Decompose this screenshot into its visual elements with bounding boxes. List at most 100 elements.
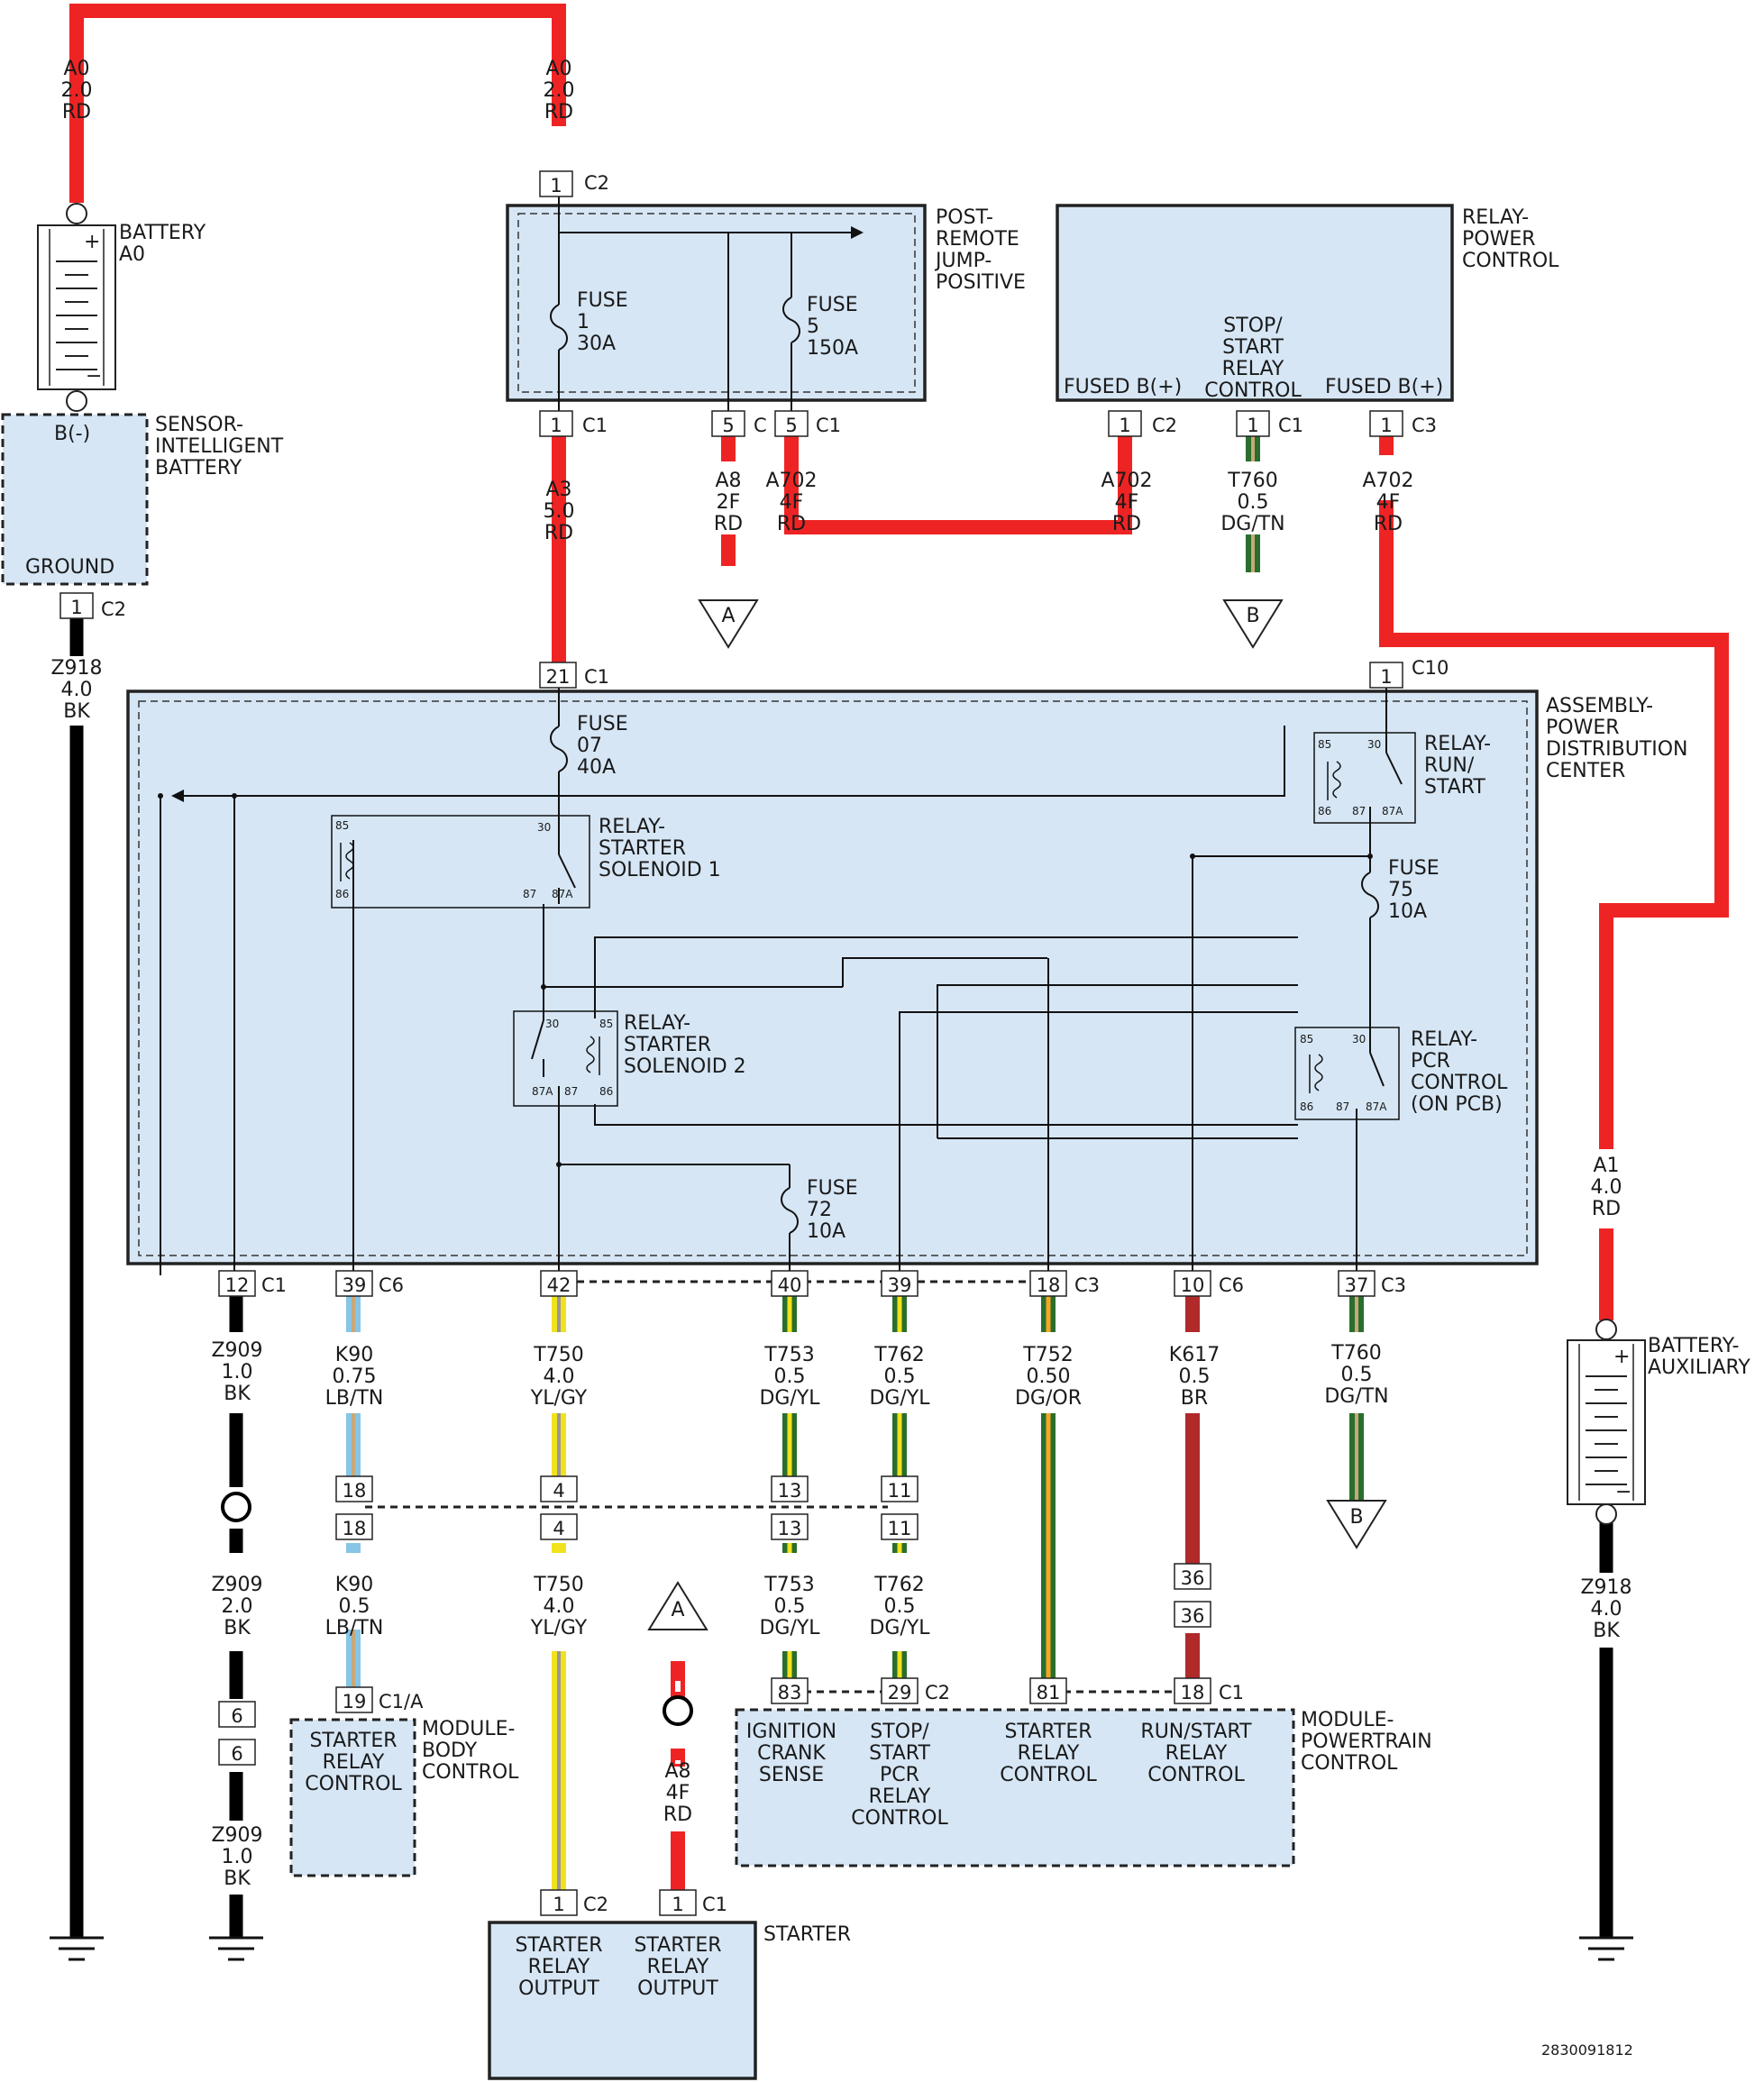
pin: 6 xyxy=(231,1743,242,1765)
rs-p86: 86 xyxy=(1318,805,1331,817)
svg-text:DG/OR: DG/OR xyxy=(1015,1387,1082,1410)
ss1-l2: STARTER xyxy=(599,837,686,860)
svg-text:4F: 4F xyxy=(1115,491,1139,514)
pdc-l2: POWER xyxy=(1546,717,1620,739)
pcr-p30: 30 xyxy=(1352,1033,1366,1046)
svg-text:A3: A3 xyxy=(545,479,571,501)
svg-text:K90: K90 xyxy=(335,1574,373,1596)
starter-label: STARTER xyxy=(763,1923,851,1946)
pin: 10 xyxy=(1181,1274,1205,1296)
pin: 18 xyxy=(343,1518,367,1539)
stop-start-l4: CONTROL xyxy=(1204,379,1302,402)
svg-text:4.0: 4.0 xyxy=(544,1595,575,1618)
svg-text:T760: T760 xyxy=(1227,470,1277,492)
inline-splice xyxy=(663,1695,693,1726)
svg-text:RD: RD xyxy=(544,522,573,544)
svg-text:+: + xyxy=(1613,1346,1630,1368)
svg-text:Z918: Z918 xyxy=(50,657,102,680)
relay-coil-icon xyxy=(340,761,1341,1093)
ss1-p87: 87 xyxy=(523,888,536,900)
pin: 1 xyxy=(550,175,562,196)
fuse5-l3: 150A xyxy=(807,337,858,360)
pcm-sp5: CONTROL xyxy=(851,1807,948,1830)
svg-text:DG/YL: DG/YL xyxy=(869,1617,930,1639)
wire-labels: A0 2.0 RD A0 2.0 RD A3 5.0 RD A8 2F RD A… xyxy=(50,58,1631,1890)
pcm-sp2: START xyxy=(869,1742,930,1765)
fused-bplus-right: FUSED B(+) xyxy=(1325,376,1443,398)
svg-text:0.5: 0.5 xyxy=(774,1365,806,1388)
ground-icon xyxy=(50,1936,1633,1961)
pcm-sr3: CONTROL xyxy=(1000,1764,1097,1786)
module-powertrain-control xyxy=(735,1708,1295,1867)
pin: 1 xyxy=(1247,415,1258,436)
pcm-ic1: IGNITION xyxy=(746,1721,836,1743)
pin: 19 xyxy=(343,1691,367,1712)
svg-text:0.5: 0.5 xyxy=(884,1595,916,1618)
sensor-label-2: INTELLIGENT xyxy=(155,435,284,458)
bcm-t3: CONTROL xyxy=(305,1773,402,1795)
svg-text:4F: 4F xyxy=(1376,491,1401,514)
battery-aux-label-2: AUXILIARY xyxy=(1648,1356,1750,1379)
svg-text:−: − xyxy=(1615,1481,1631,1503)
ss2-l1: RELAY- xyxy=(624,1012,690,1035)
fuse75-l2: 75 xyxy=(1388,879,1413,901)
svg-text:4F: 4F xyxy=(780,491,804,514)
stop-start-l3: RELAY xyxy=(1222,358,1284,380)
ss1-p86: 86 xyxy=(335,888,349,900)
svg-text:BK: BK xyxy=(224,1867,251,1890)
pin: 18 xyxy=(1181,1682,1205,1703)
run-start-l3: START xyxy=(1424,776,1485,799)
run-start-l1: RELAY- xyxy=(1424,733,1491,755)
svg-text:A702: A702 xyxy=(1101,470,1152,492)
svg-text:T752: T752 xyxy=(1022,1344,1073,1366)
post-remote-jump-positive xyxy=(506,204,927,402)
connector-a-down-icon: A xyxy=(698,599,759,649)
inline-splice xyxy=(221,1492,251,1522)
pin-connector: C2 xyxy=(101,598,126,620)
svg-text:T762: T762 xyxy=(873,1574,924,1596)
ss1-p85: 85 xyxy=(335,819,349,832)
sensor-label-3: BATTERY xyxy=(155,457,242,479)
svg-text:A8: A8 xyxy=(715,470,741,492)
connector-b-down-icon: B xyxy=(1222,599,1284,649)
pcr-p86: 86 xyxy=(1300,1100,1313,1113)
pdc-l1: ASSEMBLY- xyxy=(1546,695,1653,717)
pcr-l4: (ON PCB) xyxy=(1411,1093,1503,1116)
ss2-p85: 85 xyxy=(599,1018,613,1030)
power-distribution-center xyxy=(126,689,1539,1265)
sensor-ground: GROUND xyxy=(25,556,114,579)
pin-connector: C2 xyxy=(1152,415,1177,436)
svg-text:2.0: 2.0 xyxy=(544,79,575,102)
svg-text:2.0: 2.0 xyxy=(61,79,93,102)
pin-connector: C3 xyxy=(1381,1274,1406,1296)
pin: 21 xyxy=(546,666,571,688)
connector-a-up-icon: A xyxy=(647,1581,708,1630)
pin-boxes xyxy=(59,170,1403,1916)
pin-connector: C6 xyxy=(1219,1274,1244,1296)
pin: 1 xyxy=(1119,415,1130,436)
pin: 13 xyxy=(778,1518,802,1539)
red-wires xyxy=(69,4,1729,1890)
pcm-sr1: STARTER xyxy=(1004,1721,1092,1743)
pin: 37 xyxy=(1345,1274,1369,1296)
post-remote-internal xyxy=(550,196,856,411)
svg-text:T760: T760 xyxy=(1330,1342,1381,1365)
fused-bplus-left: FUSED B(+) xyxy=(1064,376,1182,398)
fuse07-l2: 07 xyxy=(577,735,602,757)
svg-text:A1: A1 xyxy=(1593,1155,1619,1177)
pin: 39 xyxy=(343,1274,367,1296)
pcm-sr2: RELAY xyxy=(1018,1742,1080,1765)
svg-text:Z909: Z909 xyxy=(211,1574,262,1596)
pcm-sp4: RELAY xyxy=(869,1785,931,1808)
starter-a-t1: STARTER xyxy=(515,1934,602,1957)
fuse1-l3: 30A xyxy=(577,333,616,355)
module-body-control xyxy=(289,1718,416,1877)
svg-text:RD: RD xyxy=(544,101,573,123)
pcm-l3: CONTROL xyxy=(1301,1752,1398,1775)
svg-text:A0: A0 xyxy=(63,58,89,80)
pin: 1 xyxy=(672,1894,683,1915)
pin-connector: C1 xyxy=(584,666,609,688)
svg-text:LB/TN: LB/TN xyxy=(325,1387,384,1410)
svg-text:RD: RD xyxy=(777,513,806,535)
